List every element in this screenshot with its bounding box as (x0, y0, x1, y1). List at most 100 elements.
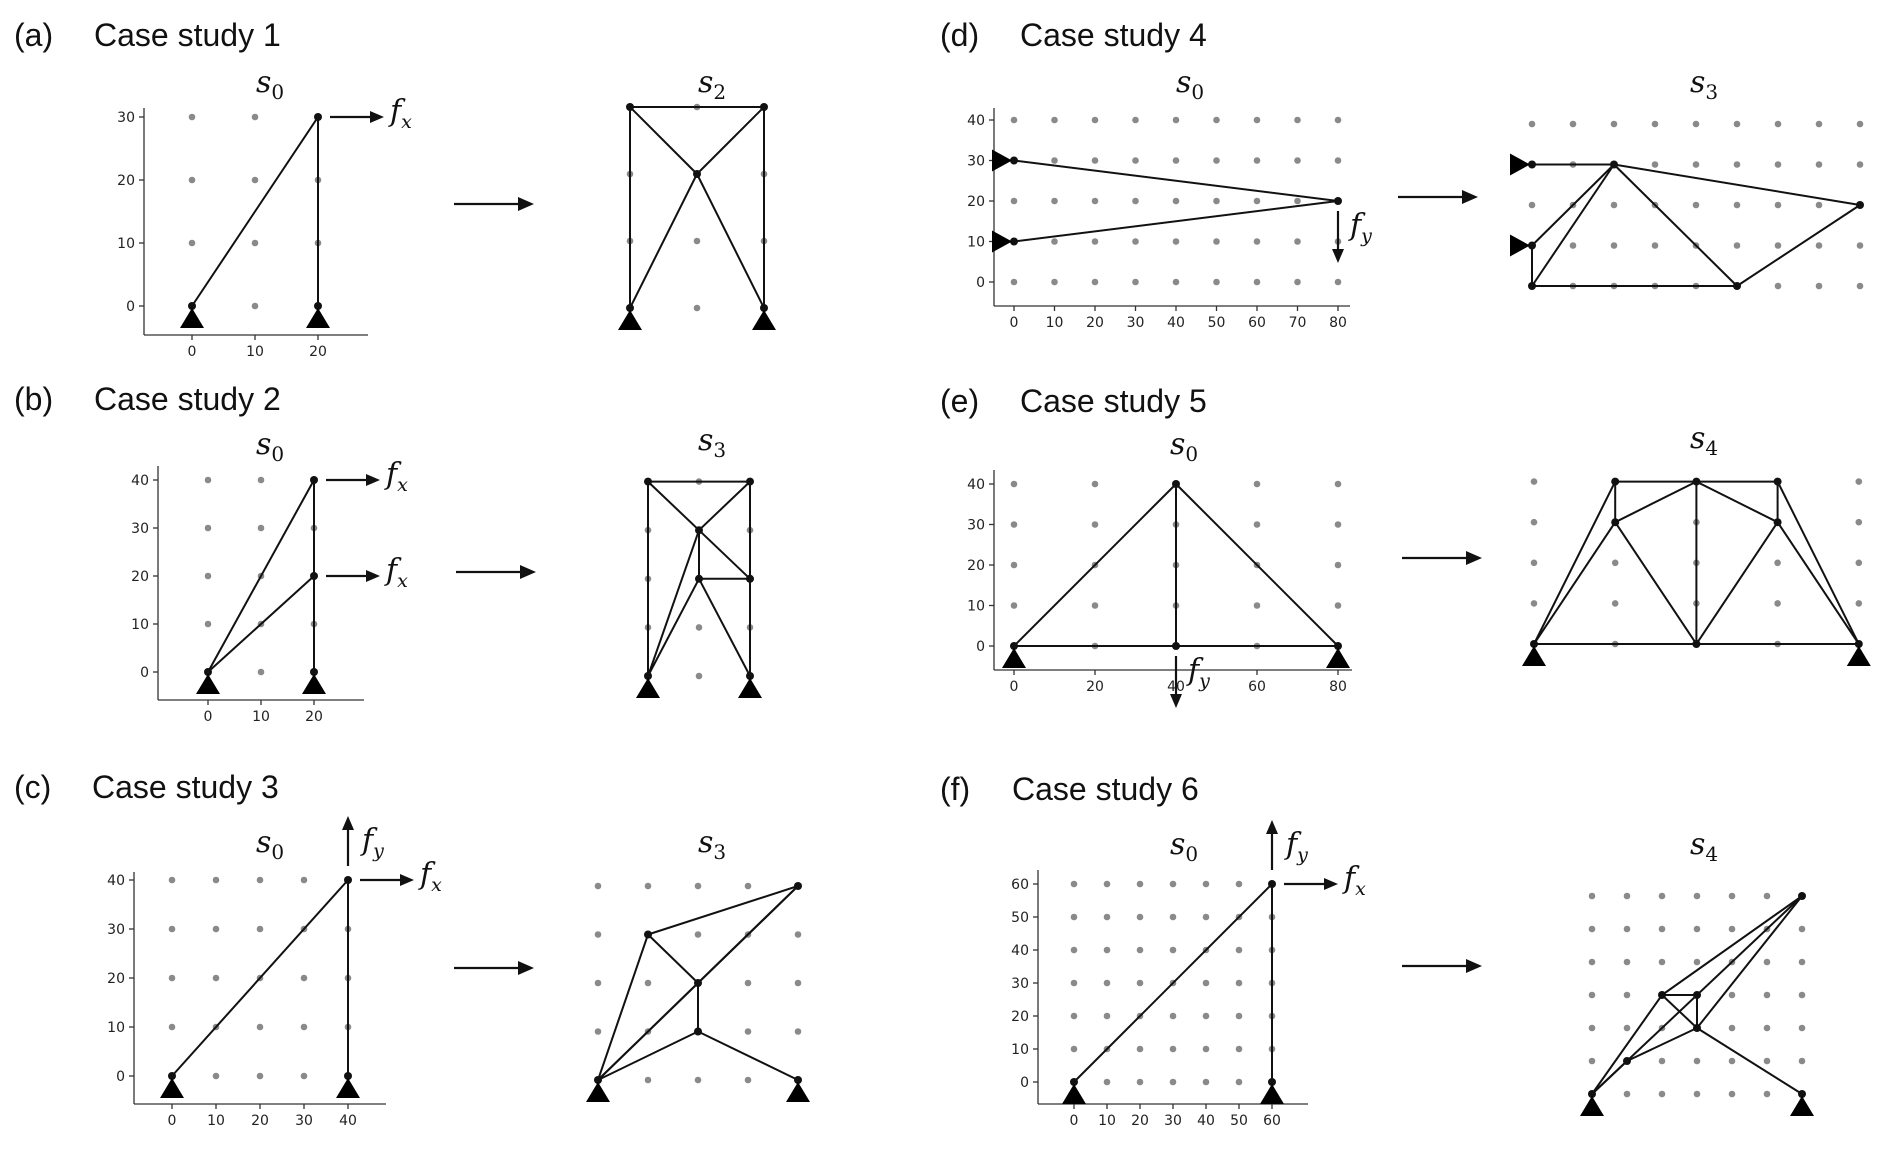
pin-support-icon (306, 308, 330, 328)
grid-node (693, 237, 701, 245)
grid-node (1658, 892, 1666, 900)
grid-node (1172, 157, 1180, 164)
x-tick-label: 80 (1329, 679, 1347, 695)
grid-node (1692, 161, 1700, 168)
grid-node (1051, 278, 1058, 286)
grid-node (644, 979, 652, 987)
y-tick-label: 50 (1011, 910, 1029, 926)
truss-member (629, 173, 698, 309)
pin-support-icon (160, 1078, 184, 1098)
truss-joint (760, 304, 768, 312)
truss-member (171, 879, 349, 1077)
grid-node (1051, 157, 1058, 164)
grid-node (1010, 278, 1018, 286)
x-tick-label: 10 (1046, 315, 1064, 331)
panel-a-letter: (a) (14, 17, 53, 53)
grid-node (794, 1028, 802, 1035)
grid-node (168, 1023, 176, 1031)
truss-joint (168, 1072, 176, 1080)
truss-member (698, 529, 751, 580)
grid-node (1294, 157, 1301, 164)
truss-joint (644, 672, 652, 680)
transition-arrow-a (454, 197, 534, 211)
pin-support-icon (618, 310, 642, 330)
grid-node (1070, 1045, 1078, 1053)
truss-joint (1692, 640, 1701, 648)
force-arrow-fy: fy (1170, 653, 1210, 708)
truss-joint (1010, 156, 1018, 165)
truss-member (1531, 163, 1615, 247)
grid-node (212, 876, 220, 884)
truss-member (1013, 200, 1339, 243)
x-tick-label: 40 (1167, 315, 1185, 331)
truss-joint (314, 302, 322, 310)
truss-member (698, 578, 751, 677)
grid-node (1103, 1012, 1111, 1020)
grid-node (1091, 602, 1099, 609)
grid-node (644, 1076, 652, 1084)
grid-node (168, 876, 176, 884)
pin-support-icon (1522, 646, 1546, 666)
grid-node (1103, 880, 1111, 888)
grid-node (1136, 1078, 1144, 1086)
pin-support-icon (752, 310, 776, 330)
grid-node (1253, 116, 1261, 124)
truss-joint (694, 1027, 702, 1036)
truss-joint (626, 103, 634, 111)
truss-joint (1693, 991, 1701, 999)
grid-node (1253, 238, 1261, 245)
truss-joint (1693, 1024, 1701, 1032)
grid-node (1623, 1090, 1631, 1098)
truss-member (597, 1030, 699, 1081)
force-label: fx (384, 553, 408, 592)
force-arrow-fx: fx (1284, 861, 1366, 900)
grid-node (204, 524, 212, 532)
grid-node (1728, 991, 1736, 999)
x-tick-label: 40 (339, 1113, 357, 1129)
grid-node (1774, 201, 1782, 209)
grid-node (1528, 201, 1536, 209)
grid-node (1103, 979, 1111, 987)
grid-node (1774, 120, 1782, 128)
y-tick-label: 0 (140, 665, 149, 681)
truss-joint (344, 1072, 352, 1080)
truss-joint (188, 302, 196, 310)
grid-node (1136, 880, 1144, 888)
truss-joint (1334, 642, 1342, 650)
grid-node (1010, 561, 1018, 569)
grid-node (1334, 116, 1342, 124)
grid-node (1815, 120, 1823, 128)
truss-member (698, 480, 751, 531)
state-label-s3: s3 (1690, 65, 1718, 104)
grid-node (1588, 991, 1596, 999)
pin-support-icon (586, 1082, 610, 1102)
grid-node (1091, 157, 1099, 164)
grid-node (1798, 1057, 1806, 1065)
grid-node (1763, 1057, 1771, 1065)
truss-joint (644, 477, 652, 486)
grid-node (1530, 478, 1538, 485)
truss-joint (644, 930, 652, 939)
grid-node (744, 1028, 752, 1035)
grid-node (1798, 925, 1806, 933)
y-tick-label: 0 (126, 299, 135, 315)
grid-node (1334, 521, 1342, 528)
force-arrow-fx: fx (330, 94, 412, 133)
grid-node (1172, 116, 1180, 124)
grid-node (1651, 242, 1659, 249)
truss-joint (1854, 640, 1863, 648)
x-tick-label: 0 (168, 1113, 177, 1129)
grid-node (1610, 242, 1618, 249)
grid-node (1651, 120, 1659, 128)
force-label: fy (1348, 208, 1372, 247)
pin-support-icon (1326, 648, 1350, 668)
truss-joint (695, 574, 703, 583)
force-label: fx (388, 94, 412, 133)
y-tick-label: 10 (967, 599, 985, 615)
grid-node (1235, 1012, 1243, 1020)
grid-node (794, 931, 802, 938)
grid-node (1091, 116, 1099, 124)
truss-member (1013, 483, 1177, 647)
truss-joint (1798, 892, 1806, 900)
grid-node (1530, 600, 1538, 607)
